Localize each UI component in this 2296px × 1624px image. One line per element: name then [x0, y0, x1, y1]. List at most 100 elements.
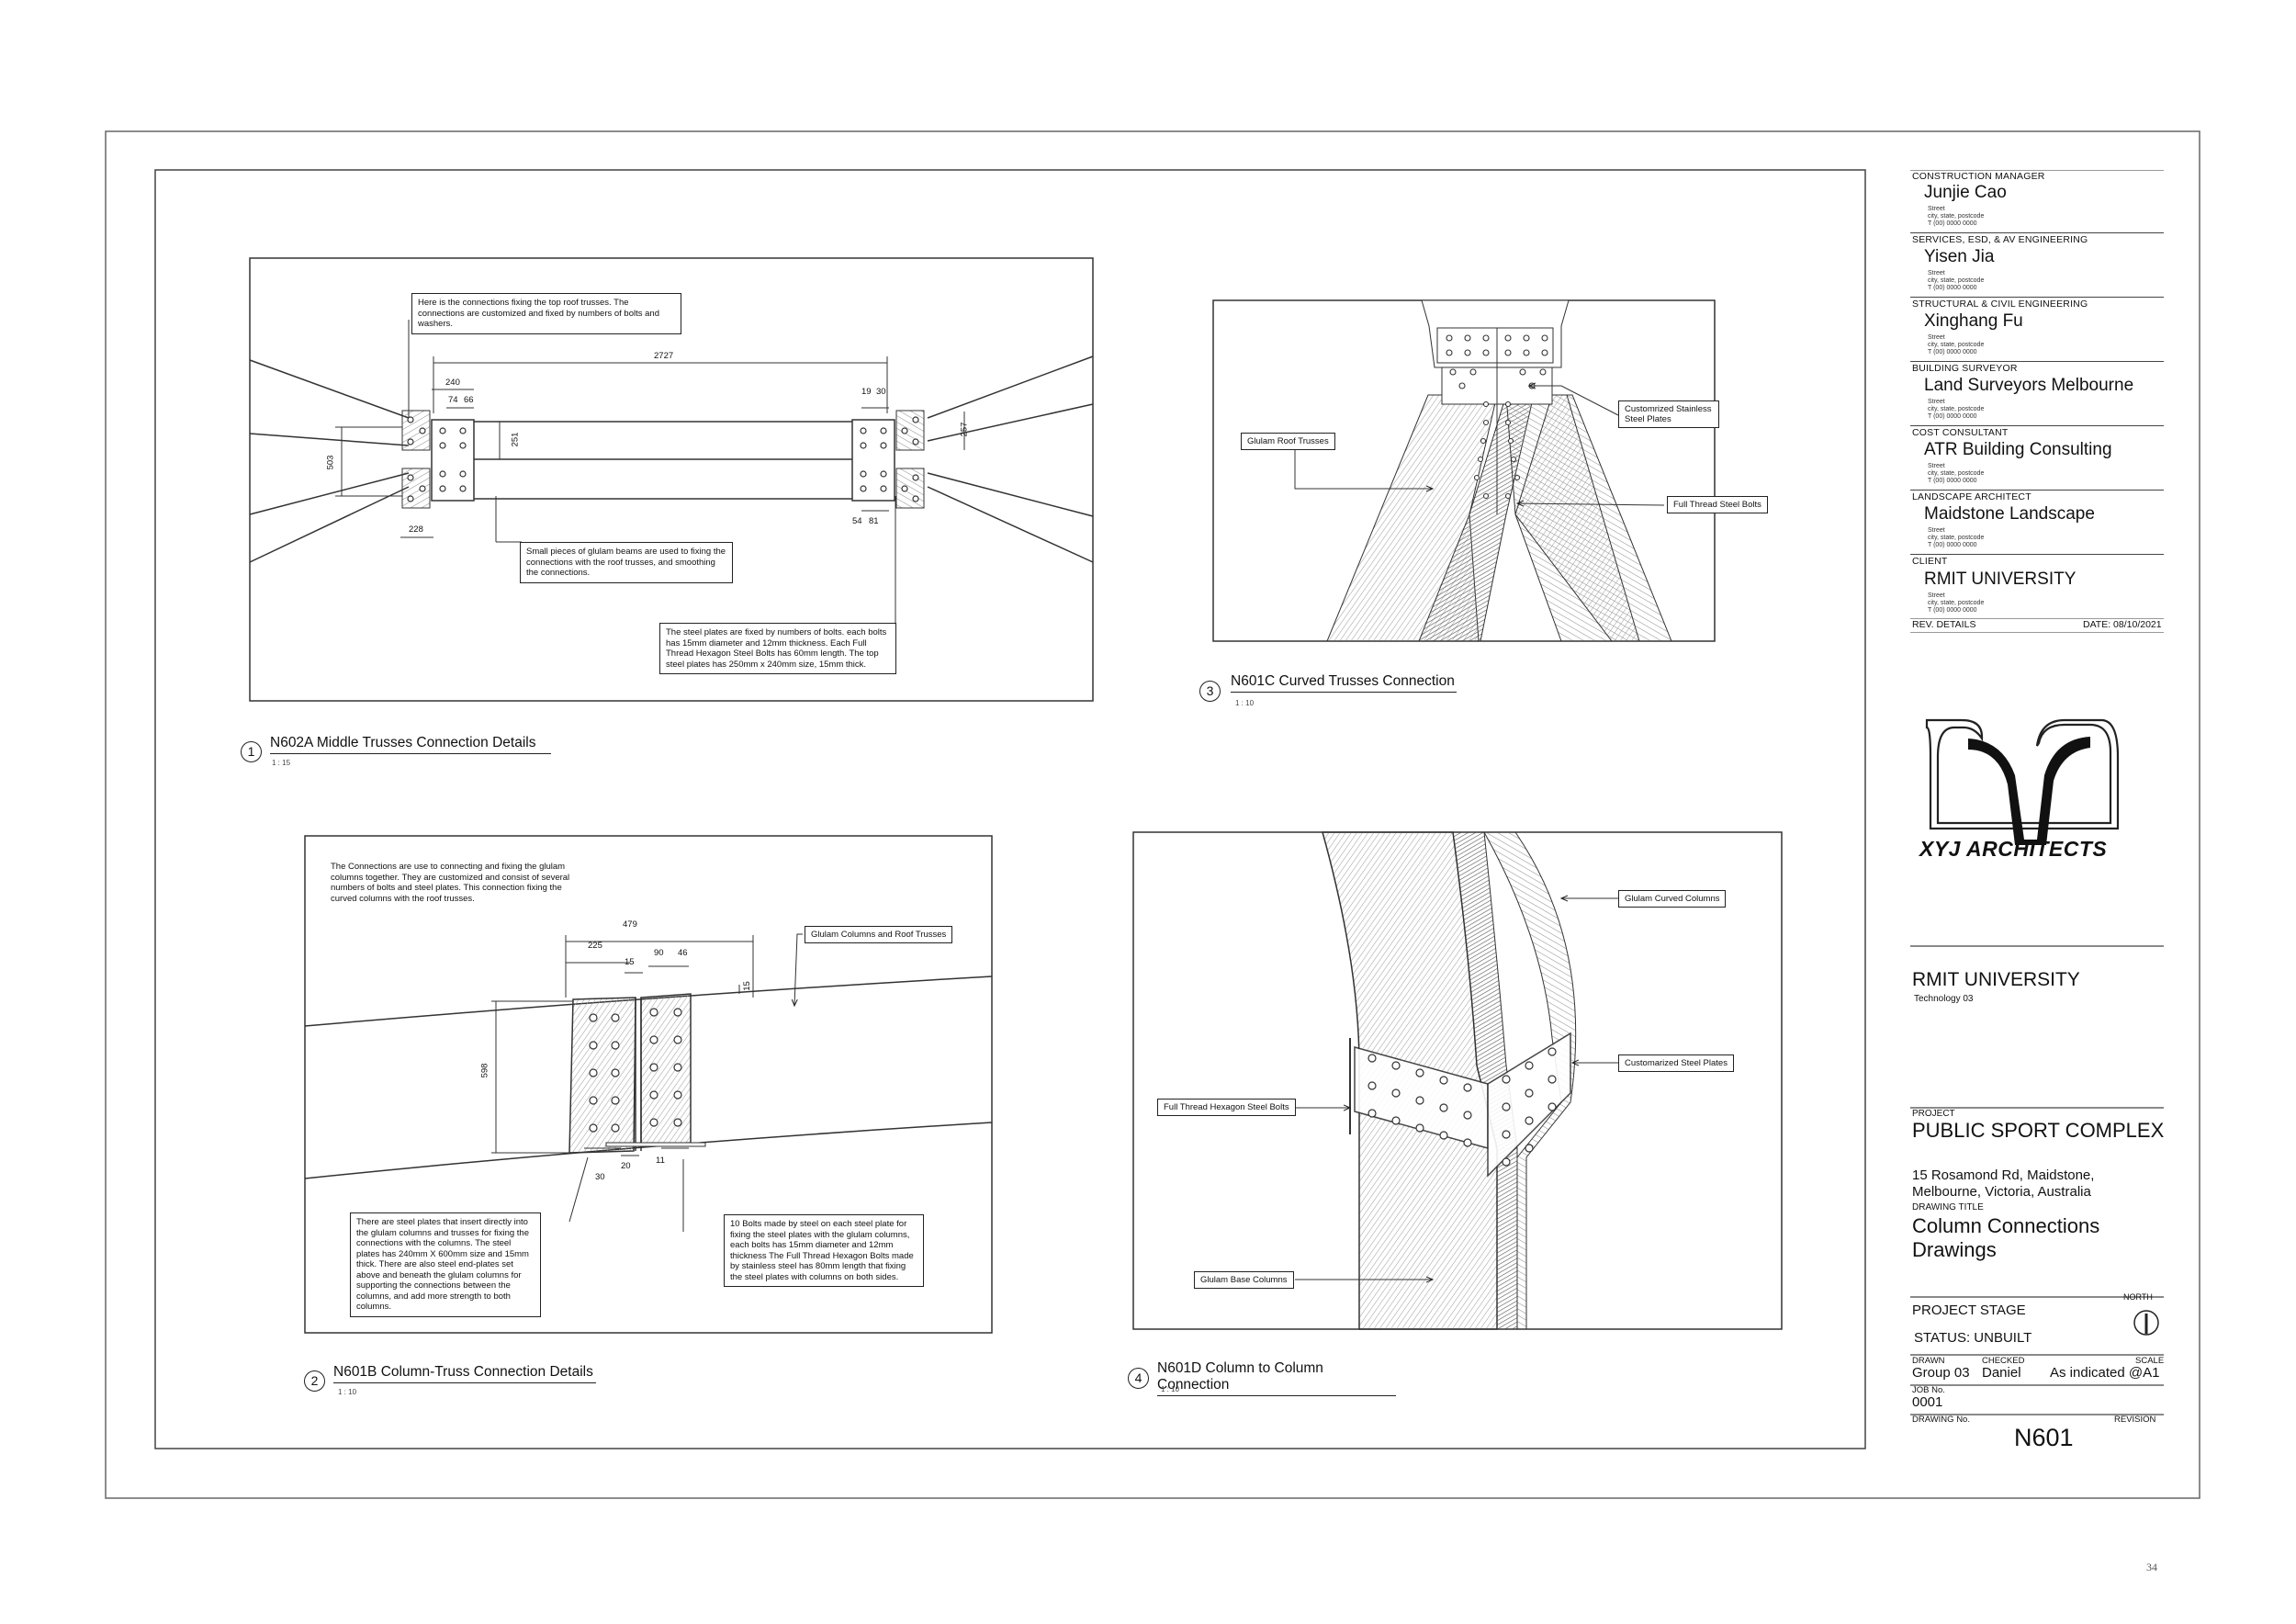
view2-label-columns-trusses: Glulam Columns and Roof Trusses: [805, 926, 953, 943]
dim-54: 54: [852, 516, 862, 526]
tb-project-label: PROJECT: [1912, 1109, 1955, 1119]
dim-30: 30: [876, 387, 886, 397]
tb-role-services: SERVICES, ESD, & AV ENGINEERING: [1912, 234, 2088, 245]
tb-revision-label: REVISION: [2114, 1415, 2156, 1425]
tb-name-cost: ATR Building Consulting: [1924, 440, 2112, 459]
tb-drawing-no-label: DRAWING No.: [1912, 1415, 1970, 1425]
tb-north-label: NORTH: [2123, 1292, 2153, 1302]
view-1-number: 1: [241, 741, 262, 762]
logo-text: XYJ ARCHITECTS: [1919, 837, 2108, 861]
tb-checked-label: CHECKED: [1982, 1356, 2025, 1366]
view2-note-right: 10 Bolts made by steel on each steel pla…: [724, 1214, 924, 1287]
tb-drawn: Group 03: [1912, 1365, 1970, 1381]
view4-label-bolts: Full Thread Hexagon Steel Bolts: [1157, 1099, 1296, 1116]
dim-19: 19: [861, 387, 872, 397]
dim-81: 81: [869, 516, 879, 526]
tb-course: Technology 03: [1914, 994, 1974, 1004]
tb-drawing-no: N601: [2014, 1424, 2074, 1451]
tb-role-client: CLIENT: [1912, 556, 1948, 567]
view-2-scale: 1 : 10: [338, 1388, 357, 1396]
view2-note-left: There are steel plates that insert direc…: [350, 1212, 541, 1317]
view1-note-bottom: The steel plates are fixed by numbers of…: [659, 623, 896, 674]
dim-479: 479: [623, 919, 637, 930]
tb-name-services: Yisen Jia: [1924, 247, 1995, 266]
view4-label-plates: Customarized Steel Plates: [1618, 1054, 1734, 1072]
tb-addr-cost: Street city, state, postcode T (00) 0000…: [1928, 463, 1985, 484]
view3-label-bolts: Full Thread Steel Bolts: [1667, 496, 1768, 513]
view-4-drawing: [1132, 831, 1783, 1330]
view-2-number: 2: [304, 1370, 325, 1392]
view4-label-curved: Glulam Curved Columns: [1618, 890, 1727, 908]
tb-name-client: RMIT UNIVERSITY: [1924, 570, 2077, 589]
view3-label-plates: Customrized Stainless Steel Plates: [1618, 400, 1719, 428]
view-3-scale: 1 : 10: [1235, 699, 1255, 707]
tb-rev-label: REV. DETAILS: [1912, 619, 1976, 630]
tb-role-surveyor: BUILDING SURVEYOR: [1912, 363, 2018, 374]
north-arrow-icon: [2133, 1310, 2159, 1336]
tb-drawing-title-2: Drawings: [1912, 1238, 1997, 1261]
tb-name-landscape: Maidstone Landscape: [1924, 504, 2095, 524]
dim-90: 90: [654, 948, 664, 958]
view-1-title: N602A Middle Trusses Connection Details: [270, 735, 551, 754]
tb-role-cost: COST CONSULTANT: [1912, 427, 2009, 438]
dim-15a: 15: [625, 957, 635, 967]
tb-drawing-title-1: Column Connections: [1912, 1214, 2100, 1237]
tb-addr-construction: Street city, state, postcode T (00) 0000…: [1928, 206, 1985, 227]
dim-11: 11: [656, 1156, 665, 1166]
dim-74: 74: [448, 395, 458, 405]
inner-frame: [154, 169, 1866, 1449]
tb-university: RMIT UNIVERSITY: [1912, 969, 2080, 990]
tb-scale-label: SCALE: [2135, 1356, 2165, 1366]
tb-address-1: 15 Rosamond Rd, Maidstone,: [1912, 1167, 2095, 1183]
view-2-title: N601B Column-Truss Connection Details: [333, 1364, 596, 1383]
tb-addr-landscape: Street city, state, postcode T (00) 0000…: [1928, 527, 1985, 548]
tb-job-label: JOB No.: [1912, 1385, 1945, 1395]
view2-note-top: The Connections are use to connecting an…: [331, 862, 586, 904]
dim-20: 20: [621, 1161, 631, 1171]
tb-name-surveyor: Land Surveyors Melbourne: [1924, 376, 2134, 395]
tb-name-construction: Junjie Cao: [1924, 183, 2007, 202]
tb-scale: As indicated @A1: [2050, 1365, 2160, 1381]
dim-30b: 30: [595, 1172, 605, 1182]
view-3-drawing: [1212, 299, 1716, 642]
tb-date: DATE: 08/10/2021: [2083, 619, 2162, 630]
tb-project-stage: PROJECT STAGE: [1912, 1303, 2026, 1318]
view1-note-top: Here is the connections fixing the top r…: [411, 293, 681, 334]
dim-2727: 2727: [654, 351, 674, 361]
tb-role-structural: STRUCTURAL & CIVIL ENGINEERING: [1912, 299, 2088, 310]
tb-addr-surveyor: Street city, state, postcode T (00) 0000…: [1928, 399, 1985, 420]
dim-228: 228: [409, 524, 423, 535]
view1-note-mid: Small pieces of glulam beams are used to…: [520, 542, 733, 583]
view-3-title: N601C Curved Trusses Connection: [1231, 673, 1457, 693]
dim-225: 225: [588, 941, 602, 951]
outer-frame: [105, 130, 2200, 1499]
tb-drawn-label: DRAWN: [1912, 1356, 1945, 1366]
view-2-drawing: [304, 835, 993, 1334]
tb-drawing-title-label: DRAWING TITLE: [1912, 1202, 1984, 1212]
tb-addr-client: Street city, state, postcode T (00) 0000…: [1928, 592, 1985, 614]
dim-251: 251: [510, 432, 521, 447]
dim-15b: 15: [741, 981, 752, 991]
tb-role-landscape: LANDSCAPE ARCHITECT: [1912, 491, 2032, 502]
tb-status: STATUS: UNBUILT: [1914, 1330, 2032, 1346]
view-4-scale: 1 : 10: [1161, 1385, 1180, 1393]
view-4-number: 4: [1128, 1368, 1149, 1389]
page-number: 34: [2146, 1561, 2157, 1573]
dim-257: 257: [959, 422, 970, 437]
tb-name-structural: Xinghang Fu: [1924, 311, 2023, 331]
tb-job: 0001: [1912, 1394, 1943, 1410]
tb-checked: Daniel: [1982, 1365, 2021, 1381]
view-1-scale: 1 : 15: [272, 759, 291, 767]
tb-addr-services: Street city, state, postcode T (00) 0000…: [1928, 270, 1985, 291]
dim-46: 46: [678, 948, 688, 958]
view-3-number: 3: [1199, 681, 1221, 702]
tb-project: PUBLIC SPORT COMPLEX: [1912, 1119, 2165, 1142]
dim-240: 240: [445, 378, 460, 388]
view-1-drawing: [249, 257, 1094, 702]
tb-address-2: Melbourne, Victoria, Australia: [1912, 1184, 2091, 1200]
dim-503: 503: [325, 455, 336, 470]
view4-label-base: Glulam Base Columns: [1194, 1271, 1294, 1289]
tb-role-construction: CONSTRUCTION MANAGER: [1912, 171, 2045, 182]
tb-addr-structural: Street city, state, postcode T (00) 0000…: [1928, 334, 1985, 355]
